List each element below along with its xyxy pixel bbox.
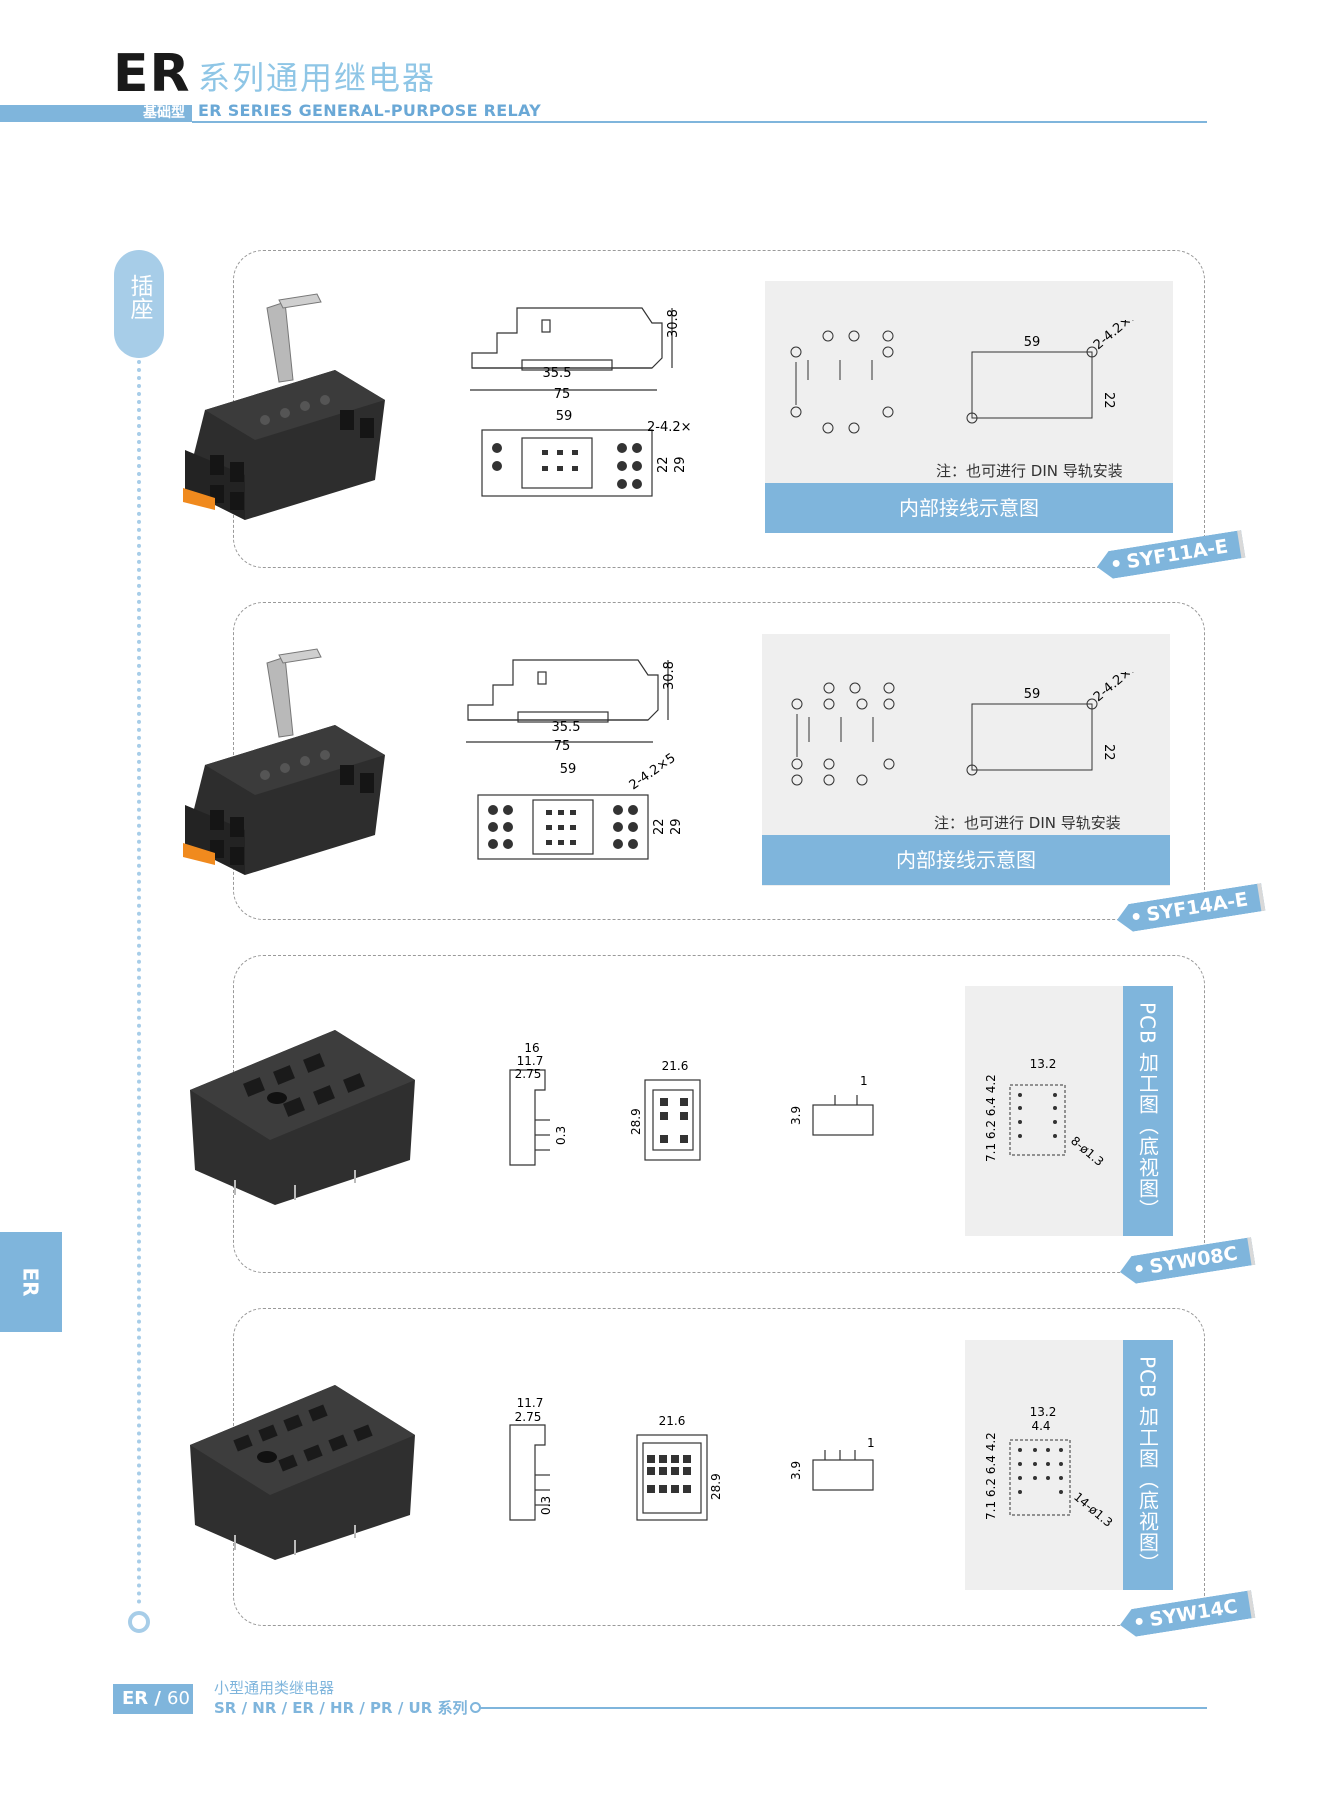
footer-code: ER / — [122, 1688, 161, 1709]
basic-type-label: 基础型 — [143, 105, 185, 121]
section-label-text: 插座 — [126, 274, 152, 320]
er-side-tab[interactable] — [0, 1232, 62, 1332]
pcb-sub: 4.4 — [1031, 1419, 1050, 1433]
dim-side-h: 3.9 — [789, 1106, 803, 1125]
wiring-height: 22 — [1101, 744, 1116, 761]
pcb-rows: 7.1 6.2 6.4 4.2 — [984, 1074, 998, 1162]
pcb-width: 13.2 — [1030, 1057, 1057, 1071]
dim-hole: 2-4.2×5 — [647, 420, 692, 435]
dim-top-w: 21.6 — [659, 1414, 686, 1428]
timeline-dots — [137, 360, 141, 1605]
dim-hole: 2-4.2×5 — [627, 751, 679, 794]
product-photo-syw14c — [190, 1385, 415, 1560]
dim-w1: 16 — [524, 1041, 539, 1055]
pcb-panel-syw14c — [965, 1340, 1123, 1590]
product-photo-syf14a — [183, 648, 385, 875]
pcb-width: 13.2 — [1030, 1405, 1057, 1419]
wiring-diagram-syf14a: 59 2-4.2×5 22 — [791, 672, 1141, 786]
wiring-width: 59 — [1024, 687, 1041, 702]
pcb-rows: 7.1 6.2 6.4 4.2 — [984, 1432, 998, 1520]
wiring-hole: 2-4.2×5 — [1091, 672, 1141, 705]
dimension-drawing-syf11a: 35.5 75 30.8 59 2-4.2×5 22 29 — [470, 307, 692, 497]
dim-height: 28.9 — [709, 1473, 723, 1500]
dim-pin: 0.3 — [554, 1126, 568, 1145]
din-note-syf14a: 注：也可进行 DIN 导轨安装 — [934, 814, 1121, 832]
dimension-drawing-syf14a: 35.5 75 30.8 59 2-4.2×5 22 29 — [466, 659, 684, 860]
footer-series-list: SR / NR / ER / HR / PR / UR 系列 — [214, 1699, 468, 1717]
dim-length: 75 — [554, 387, 571, 402]
dim-w3: 2.75 — [515, 1067, 542, 1081]
wiring-title-syf11a: 内部接线示意图 — [765, 483, 1173, 533]
header-rule — [192, 121, 1207, 123]
dimension-drawing-syw14c: 11.7 2.75 0.3 21.6 28.9 3.9 1 — [509, 1396, 875, 1521]
wiring-width: 59 — [1024, 335, 1041, 350]
dim-center: 35.5 — [543, 366, 572, 381]
wiring-hole: 2-4.2×5 — [1091, 320, 1141, 353]
dim-side-pin: 1 — [867, 1436, 875, 1450]
dimension-drawing-syw08c: 16 11.7 2.75 0.3 21.6 28.9 3.9 1 — [509, 1041, 874, 1166]
dim-w2: 11.7 — [517, 1054, 544, 1068]
pcb-panel-syw08c — [965, 986, 1123, 1236]
product-photo-syf11a — [183, 293, 385, 520]
dim-mount-w: 59 — [560, 762, 577, 777]
section-label: 插座 — [114, 274, 164, 327]
dim-body-h: 29 — [669, 818, 684, 835]
dim-mount-h: 22 — [652, 818, 667, 835]
product-photo-syw08c — [190, 1030, 415, 1205]
footer-dot — [470, 1702, 481, 1713]
pcb-holes: 14-ø1.3 — [1071, 1490, 1115, 1530]
page-number: 60 — [167, 1688, 190, 1709]
dim-side-pin: 1 — [860, 1074, 868, 1088]
pcb-holes: 8-ø1.3 — [1068, 1134, 1106, 1169]
wiring-height: 22 — [1101, 392, 1116, 409]
dim-side-h: 3.9 — [789, 1461, 803, 1480]
dim-center: 35.5 — [552, 720, 581, 735]
series-code: ER — [113, 44, 191, 104]
dim-body-h: 29 — [673, 456, 688, 473]
wiring-title-syf14a: 内部接线示意图 — [762, 835, 1170, 885]
page-title-en: ER SERIES GENERAL-PURPOSE RELAY — [198, 101, 542, 120]
dim-mount-w: 59 — [556, 409, 573, 424]
dim-mount-h: 22 — [656, 456, 671, 473]
dim-height: 30.8 — [666, 309, 681, 338]
pcb-title-syw08c: PCB 加工图（底视图） — [1123, 986, 1173, 1236]
footer-rule — [478, 1707, 1207, 1709]
pcb-diagram-syw14c: 13.2 4.4 7.1 6.2 6.4 4.2 14-ø1.3 — [984, 1405, 1115, 1530]
dim-w3: 2.75 — [515, 1410, 542, 1424]
footer-page-box — [113, 1684, 193, 1714]
section-pill — [114, 250, 164, 358]
page-title-cn: 系列通用继电器 — [198, 59, 437, 97]
dim-top-w: 21.6 — [662, 1059, 689, 1073]
header-band — [0, 105, 192, 122]
dim-pin: 0.3 — [539, 1496, 553, 1515]
dim-height: 30.8 — [662, 661, 677, 690]
footer-category: 小型通用类继电器 — [214, 1679, 335, 1697]
wiring-diagram-syf11a: 59 2-4.2×5 22 — [790, 320, 1141, 434]
pcb-title-syw14c: PCB 加工图（底视图） — [1123, 1340, 1173, 1590]
er-side-tab-label: ER — [19, 1267, 43, 1297]
dim-height: 28.9 — [629, 1108, 643, 1135]
dim-length: 75 — [554, 739, 571, 754]
din-note-syf11a: 注：也可进行 DIN 导轨安装 — [936, 462, 1123, 480]
timeline-end-circle — [128, 1611, 150, 1633]
dim-w2: 11.7 — [517, 1396, 544, 1410]
pcb-diagram-syw08c: 13.2 7.1 6.2 6.4 4.2 8-ø1.3 — [984, 1057, 1106, 1169]
